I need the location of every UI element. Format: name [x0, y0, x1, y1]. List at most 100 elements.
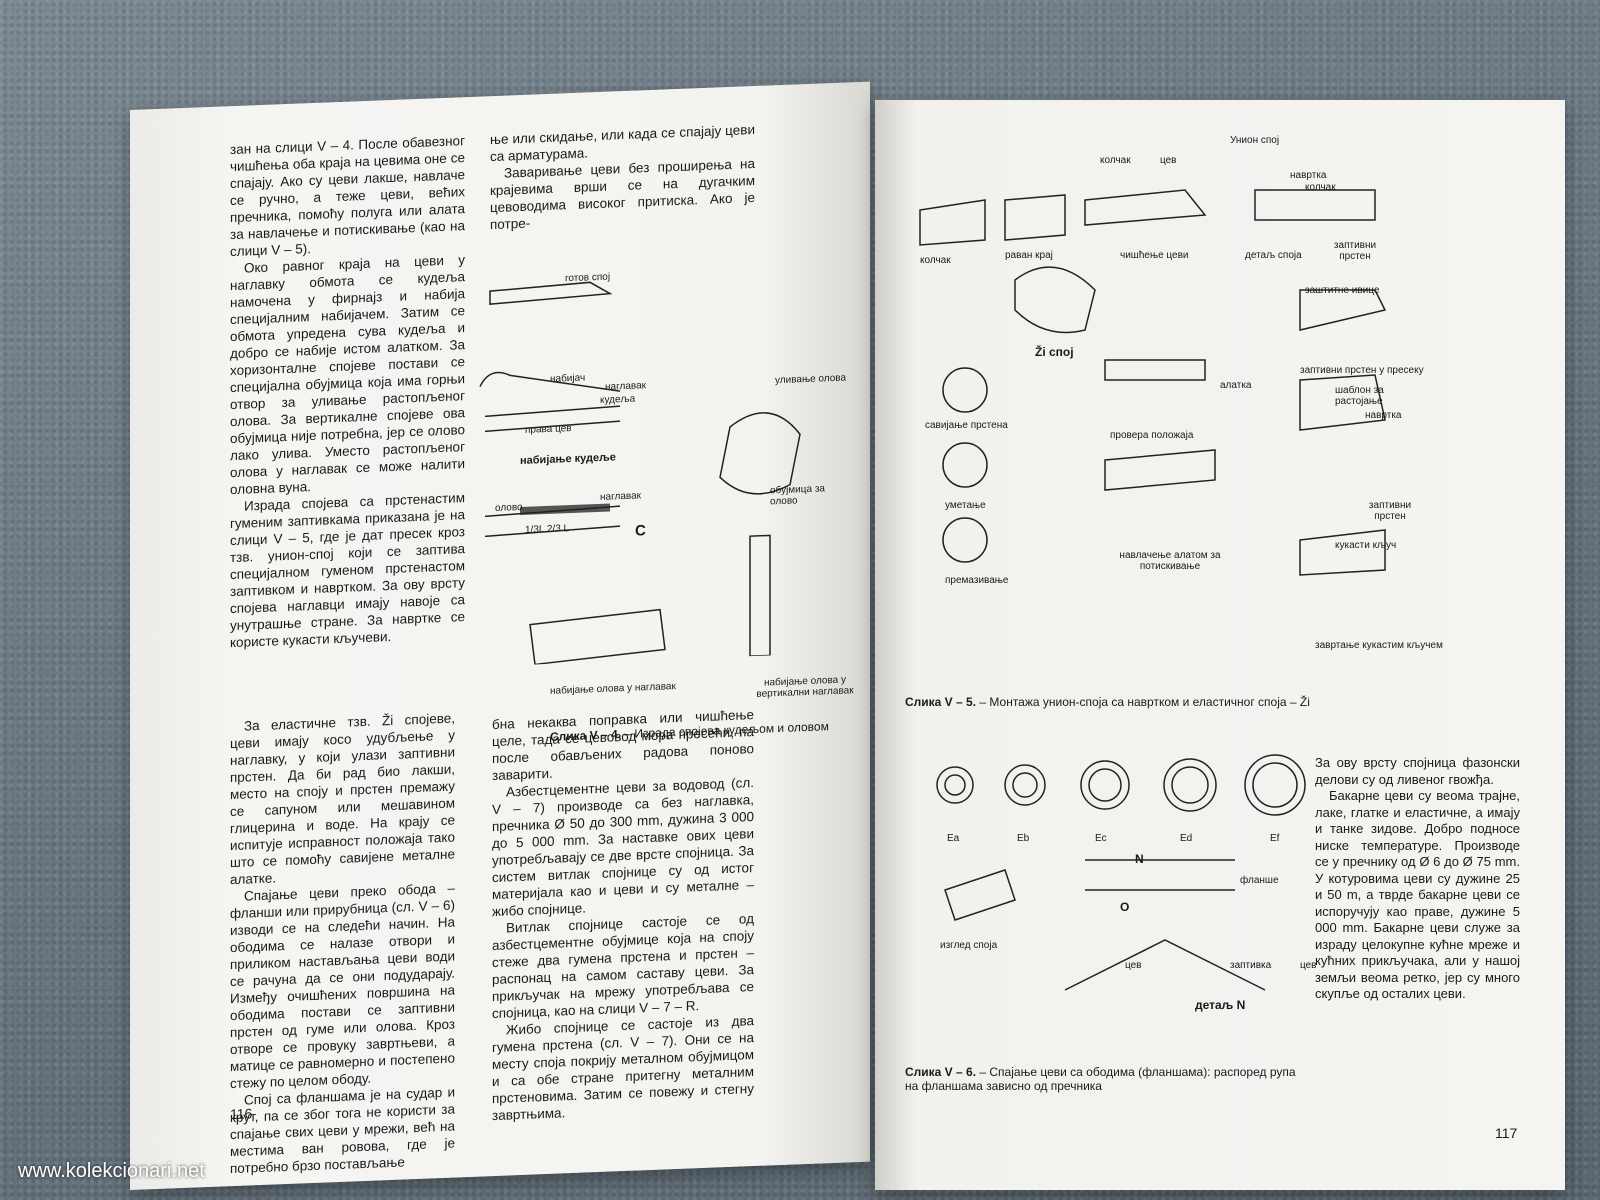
figure-label: савијање прстена — [925, 420, 1008, 431]
socket-section-drawing — [484, 505, 621, 538]
paragraph: Спајање цеви преко обода – фланши или пр… — [230, 880, 455, 1092]
right-side-column: За ову врсту спојница фазонски делови су… — [1315, 755, 1520, 1003]
cleaning-pipe-drawing — [1014, 266, 1096, 334]
figure-label: набијање олова у вертикални наглавак — [756, 674, 854, 700]
figure-label: колчак — [1305, 182, 1336, 193]
figure-label: премазивање — [945, 575, 1009, 586]
figure-label: цев — [1300, 960, 1317, 971]
joint-view-drawing — [944, 869, 1016, 921]
figure-label: Ea — [947, 833, 960, 844]
flange-eb-drawing — [1004, 764, 1046, 806]
flange-ef-drawing — [1244, 754, 1306, 816]
figure-label: изглед споја — [940, 940, 998, 951]
figure-label: готов спој — [565, 271, 611, 285]
pouring-lead-drawing — [719, 412, 801, 495]
figure-label: раван крај — [1005, 250, 1053, 261]
figure-label: детаљ споја — [1245, 250, 1302, 261]
detail-n-drawing — [1064, 939, 1266, 991]
figure-label: алатка — [1220, 380, 1252, 391]
left-page: зан на слици V – 4. После обавезног чишћ… — [130, 81, 870, 1191]
figure-label: заптивни прстен у пресеку — [1300, 365, 1424, 376]
figure-label: колчак — [920, 255, 951, 266]
figure-v6-drawings — [936, 754, 1306, 991]
paragraph: Бакарне цеви су веома трајне, лаке, глат… — [1315, 788, 1520, 1001]
left-column-1: зан на слици V – 4. После обавезног чишћ… — [230, 132, 465, 651]
figure-v5-drawings — [919, 189, 1387, 576]
figure-label: чишћење цеви — [1120, 250, 1189, 261]
pipe-socket-drawing — [529, 608, 666, 666]
flange-section-drawing — [1085, 859, 1235, 891]
left-column-2-bottom: бна некаква поправка или чишћење целе, т… — [492, 706, 754, 1124]
figure-v4-drawings — [479, 281, 801, 666]
caption-label: Слика V – 4. — [550, 727, 622, 744]
joint-detail-drawing — [1254, 189, 1376, 221]
figure-caption: Слика V – 6. – Спајање цеви са ободима (… — [905, 1065, 1305, 1093]
figure-label: завртање кукастим кључем — [1315, 640, 1443, 651]
page-number: 116 — [230, 1105, 253, 1123]
caption-text: – Монтажа унион-споја са навртком и елас… — [976, 695, 1310, 709]
figure-label: кудеља — [600, 393, 636, 406]
pipe-joint-drawing — [489, 281, 613, 305]
paragraph: Жибо спојнице се састоје из два гумена п… — [492, 1013, 754, 1124]
open-book: зан на слици V – 4. После обавезног чишћ… — [130, 70, 1565, 1191]
coating-drawing — [942, 517, 988, 563]
caption-text: – Спајање цеви са ободима (фланшама): ра… — [905, 1065, 1296, 1093]
pushing-tool-drawing — [1104, 449, 1216, 491]
inserting-drawing — [942, 442, 988, 488]
paragraph: За ову врсту спојница фазонски делови су… — [1315, 755, 1520, 787]
paragraph: Заваривање цеви без проширења на крајеви… — [490, 155, 755, 233]
sealing-ring-section-drawing — [1299, 289, 1387, 331]
ramming-tool-drawing — [479, 371, 621, 392]
figure-label: колчак — [1100, 155, 1131, 166]
paragraph: зан на слици V – 4. После обавезног чишћ… — [230, 133, 465, 260]
figure-label: наглавак — [600, 490, 642, 503]
site-watermark: www.kolekcionari.net — [18, 1160, 205, 1182]
figure-label: навлачење алатом за потискивање — [1119, 550, 1221, 572]
figure-label: олово — [495, 501, 523, 514]
flange-ea-drawing — [936, 766, 974, 804]
flange-ed-drawing — [1163, 758, 1217, 812]
figure-label: обујмица за олово — [770, 483, 825, 508]
figure-label: уметање — [945, 500, 986, 511]
figure-label: шаблон за растојање — [1335, 385, 1384, 407]
figure-label: Ed — [1180, 833, 1193, 844]
figure-label: O — [1120, 900, 1130, 914]
gauge-drawing — [1299, 374, 1386, 431]
figure-label: фланше — [1240, 875, 1279, 886]
page-number: 117 — [1495, 1125, 1518, 1141]
vertical-pipe-drawing — [749, 534, 771, 657]
paragraph: Азбестцементне цеви за водовод (сл. V – … — [492, 775, 754, 920]
straight-pipe-drawing — [484, 405, 621, 433]
figure-caption: Слика V – 5. – Монтажа унион-споја са на… — [905, 695, 1525, 709]
paragraph: За еластичне тзв. Ži спојеве, цеви имају… — [230, 710, 455, 888]
left-column-2-top: ње или скидање, или када се спајају цеви… — [490, 121, 755, 233]
figure-label: детаљ N — [1195, 998, 1246, 1012]
paragraph: бна некаква поправка или чишћење целе, т… — [492, 707, 754, 784]
figure-label: навртка — [1365, 410, 1402, 421]
position-check-drawing — [1104, 359, 1206, 381]
figure-label: Ec — [1095, 833, 1107, 844]
paragraph: Израда спојева са прстенастим гуменим за… — [230, 490, 465, 651]
figure-label: права цев — [525, 423, 572, 436]
figure-label: Ef — [1270, 833, 1280, 844]
figure-label: заптивка — [1230, 960, 1272, 971]
figure-label: кукасти кључ — [1335, 540, 1397, 551]
paragraph: Витлак спојнице састоје се од азбестцеме… — [492, 911, 754, 1022]
figure-label: уливање олова — [775, 372, 847, 387]
paragraph: Око равног краја на цеви у наглавку обмо… — [230, 252, 465, 498]
figure-label: Eb — [1017, 833, 1030, 844]
figure-label: заптивни прстен — [1368, 500, 1412, 522]
figure-label: N — [1135, 852, 1144, 866]
figure-label: цев — [1125, 960, 1142, 971]
hook-wrench-drawing — [1299, 529, 1386, 576]
flat-end-drawing — [1004, 194, 1066, 241]
union-joint-drawing — [1084, 189, 1207, 226]
figure-label: цев — [1160, 155, 1177, 166]
flange-ec-drawing — [1080, 760, 1130, 810]
figure-label: 1/3L 2/3 L — [525, 523, 570, 536]
figure-label: Ži спој — [1035, 345, 1074, 359]
caption-label: Слика V – 5. — [905, 695, 977, 709]
caption-label: Слика V – 6. — [905, 1065, 977, 1079]
right-page: Унион спој колчак цев навртка колчак кол… — [875, 100, 1565, 1190]
bending-ring-drawing — [942, 367, 988, 413]
